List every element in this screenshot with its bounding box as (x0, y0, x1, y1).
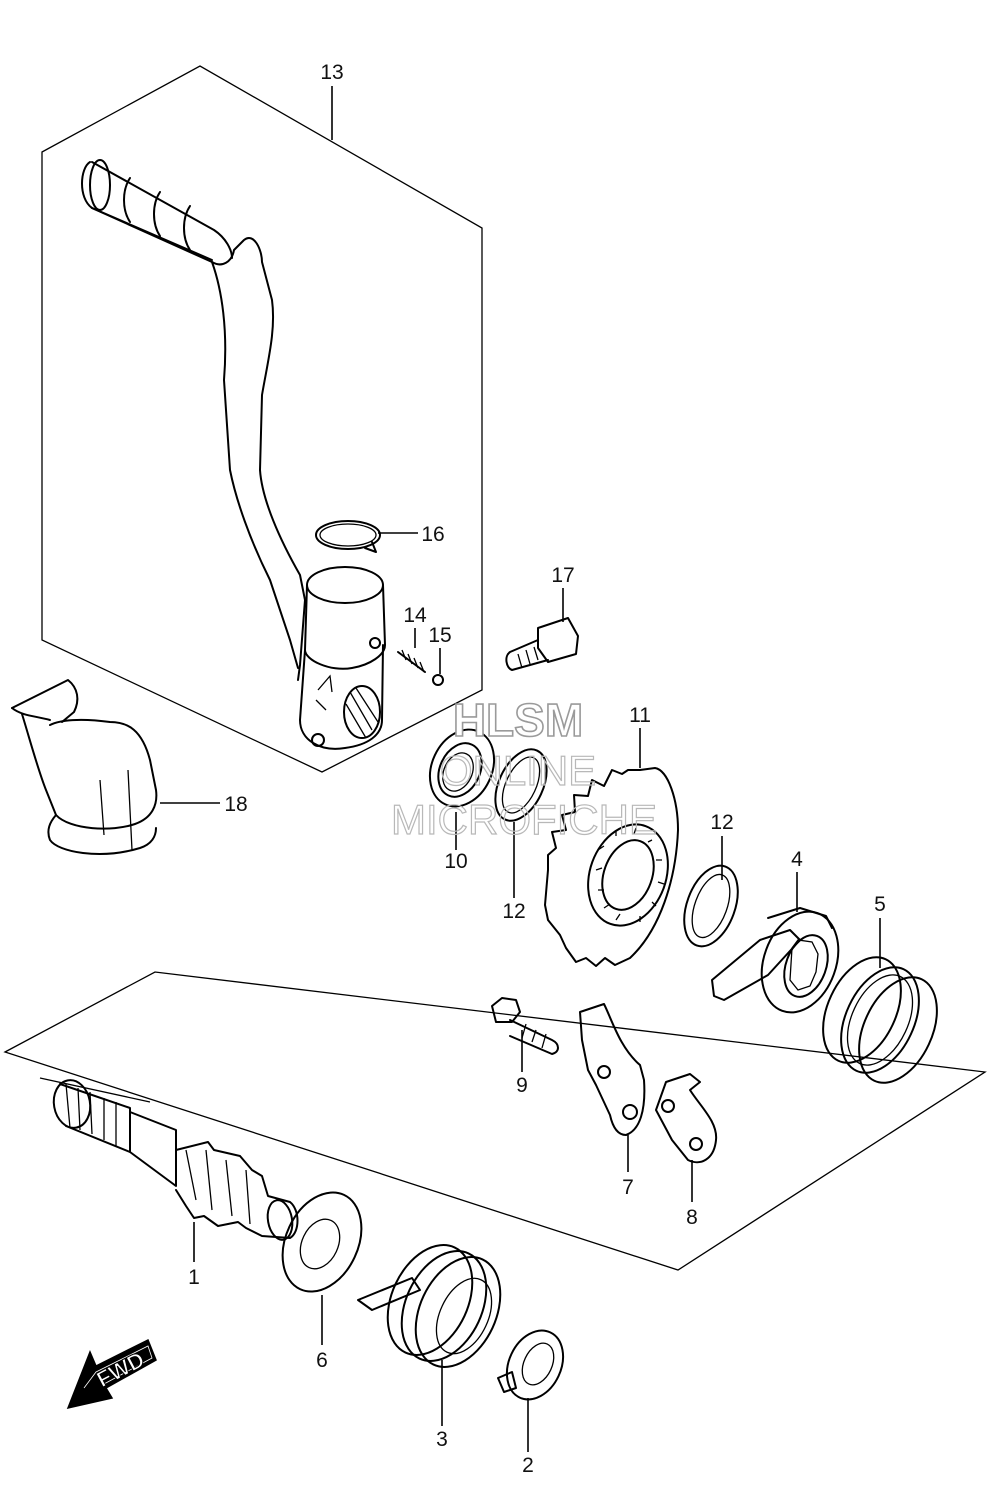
callout-3: 3 (436, 1428, 448, 1451)
callout-6: 6 (316, 1349, 328, 1372)
callout-8: 8 (686, 1206, 698, 1229)
callout-12-left: 12 (502, 900, 525, 923)
callout-14: 14 (403, 604, 427, 627)
kick-lever-group-box (41, 65, 483, 773)
bolt-17 (505, 617, 579, 671)
callout-15: 15 (428, 624, 451, 647)
callout-9: 9 (516, 1074, 528, 1097)
spring-5 (822, 956, 938, 1084)
callout-12-right: 12 (710, 811, 733, 834)
callout-4: 4 (791, 848, 803, 871)
callout-18: 18 (224, 793, 247, 816)
spring-guide (497, 1329, 565, 1401)
callout-10: 10 (444, 850, 467, 873)
thrust-washer (281, 1191, 363, 1293)
watermark-line3: MICROFICHE (391, 796, 657, 843)
circlip (315, 520, 381, 553)
kick-guide (711, 907, 840, 1014)
callout-1: 1 (188, 1266, 200, 1289)
callout-17: 17 (551, 564, 574, 587)
callout-2: 2 (522, 1454, 534, 1477)
spring-and-ball (397, 649, 444, 686)
lever-boot (11, 679, 158, 855)
callout-11: 11 (629, 704, 651, 727)
callout-13: 13 (320, 61, 343, 84)
leader-lines (160, 86, 881, 1452)
washer-12b (683, 864, 739, 948)
callouts: 13 16 17 14 15 11 18 10 12 12 4 5 9 7 8 … (188, 61, 886, 1477)
stopper-plate (579, 1003, 646, 1136)
callout-16: 16 (421, 523, 444, 546)
oil-seal (428, 728, 496, 808)
callout-7: 7 (622, 1176, 634, 1199)
kick-shaft (52, 1079, 299, 1241)
kick-lever (81, 159, 386, 750)
ratchet-gear (544, 767, 679, 967)
watermark-line2: ONLINE (440, 747, 596, 794)
kick-shaft-group-box (3, 971, 987, 1271)
watermark: HLSM ONLINE MICROFICHE (390, 693, 657, 843)
lock-washer (655, 1073, 718, 1164)
watermark-line1: HLSM (453, 694, 583, 746)
kick-return-spring (357, 1244, 502, 1368)
washer-12a (494, 748, 548, 822)
callout-5: 5 (874, 893, 886, 916)
bolt-9 (491, 997, 559, 1055)
fwd-arrow-icon: FWD (66, 1338, 157, 1410)
